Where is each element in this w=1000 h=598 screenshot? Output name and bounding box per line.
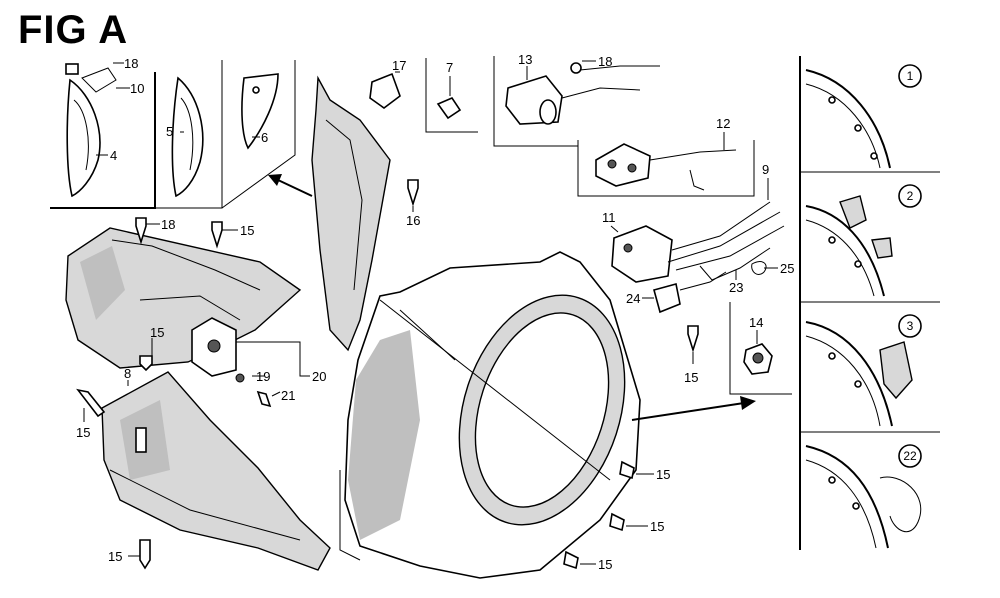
callout-8: 8 [124, 366, 131, 381]
callout-16: 16 [406, 213, 420, 228]
bolt-15-wiring [687, 325, 699, 353]
part-4-plate [66, 78, 101, 198]
variant-22-label: 22 [903, 449, 917, 463]
inset-shroud-variants: 18 10 4 5 6 [50, 56, 296, 209]
variant-panel-3: 3 [805, 314, 922, 427]
side-shroud-plate: 17 16 [311, 58, 420, 352]
callout-15-left-mid: 15 [150, 325, 164, 340]
part-side-plate [311, 75, 391, 352]
callout-18-top: 18 [124, 56, 138, 71]
callout-5: 5 [166, 124, 173, 139]
callout-24: 24 [626, 291, 640, 306]
bolt-15-b [139, 355, 153, 372]
callout-15-shroud-c: 15 [598, 557, 612, 572]
bolt-15-a [211, 221, 223, 249]
callout-14: 14 [749, 315, 763, 330]
variant-22-badge [898, 444, 922, 468]
callout-21: 21 [281, 388, 295, 403]
bolt-15-c [76, 388, 106, 418]
bolt-15-shroud-c [563, 550, 579, 570]
callout-15-upper: 15 [240, 223, 254, 238]
inset-part-12: 12 [577, 116, 755, 197]
part-11-switch [611, 225, 673, 283]
variant-3-label: 3 [907, 319, 914, 333]
wiring-group: 9 11 23 25 24 15 [602, 162, 794, 385]
bolt-15-d [139, 539, 151, 570]
callout-25: 25 [780, 261, 794, 276]
arrow-to-variants [631, 396, 756, 421]
part-5-plate [171, 76, 204, 198]
main-fan-shroud: 15 15 15 [339, 251, 670, 579]
inset-part-13: 13 18 [493, 52, 660, 147]
callout-11: 11 [602, 210, 616, 225]
callout-18-right: 18 [598, 54, 612, 69]
callout-12: 12 [716, 116, 730, 131]
bolt-16 [407, 179, 419, 207]
variant-1-badge [898, 64, 922, 88]
bolt-18-mid [135, 217, 147, 245]
callout-15-bottom-left: 15 [108, 549, 122, 564]
bolt-15-shroud-b [609, 512, 625, 532]
callout-4: 4 [110, 148, 117, 163]
nut-19 [235, 373, 245, 383]
air-guide-assembly: 18 15 15 19 21 20 8 15 15 [65, 217, 331, 571]
callout-6: 6 [261, 130, 268, 145]
callout-10: 10 [130, 81, 144, 96]
part-18-nut [65, 63, 79, 75]
part-25-clip [751, 261, 767, 275]
callout-17: 17 [392, 58, 406, 73]
variant-1-label: 1 [907, 69, 914, 83]
callout-15-shroud-a: 15 [656, 467, 670, 482]
bolt-21 [256, 390, 272, 408]
variant-2-label: 2 [907, 189, 914, 203]
variant-panel-2: 2 [805, 184, 922, 297]
callout-15-shroud-b: 15 [650, 519, 664, 534]
part-7-clip [436, 97, 462, 120]
part-18-grommet [570, 62, 582, 74]
callout-9: 9 [762, 162, 769, 177]
variant-panel-1: 1 [805, 64, 922, 169]
inset-part-14: 14 [729, 302, 792, 395]
callout-19: 19 [256, 369, 270, 384]
part-17-bracket [369, 72, 401, 109]
callout-18-mid: 18 [161, 217, 175, 232]
callout-20: 20 [312, 369, 326, 384]
bolt-15-shroud-a [619, 460, 635, 480]
figure-title: FIG A [18, 8, 129, 52]
part-10-clip [81, 67, 117, 93]
callout-15-wiring: 15 [684, 370, 698, 385]
callout-7: 7 [446, 60, 453, 75]
part-24-connector [653, 283, 681, 314]
part-6-plate [241, 73, 279, 150]
callout-13: 13 [518, 52, 532, 67]
part-12-switch [595, 143, 651, 187]
inset-frame-c [221, 60, 296, 209]
callout-15-left-low: 15 [76, 425, 90, 440]
inset-part-7: 7 [425, 58, 478, 133]
variant-2-badge [898, 184, 922, 208]
variant-panels: 1 2 3 22 [799, 56, 940, 550]
arrow-to-inset [268, 174, 313, 197]
callout-23: 23 [729, 280, 743, 295]
variant-3-badge [898, 314, 922, 338]
variant-panel-22: 22 [805, 444, 922, 549]
shroud-opening [474, 312, 610, 508]
